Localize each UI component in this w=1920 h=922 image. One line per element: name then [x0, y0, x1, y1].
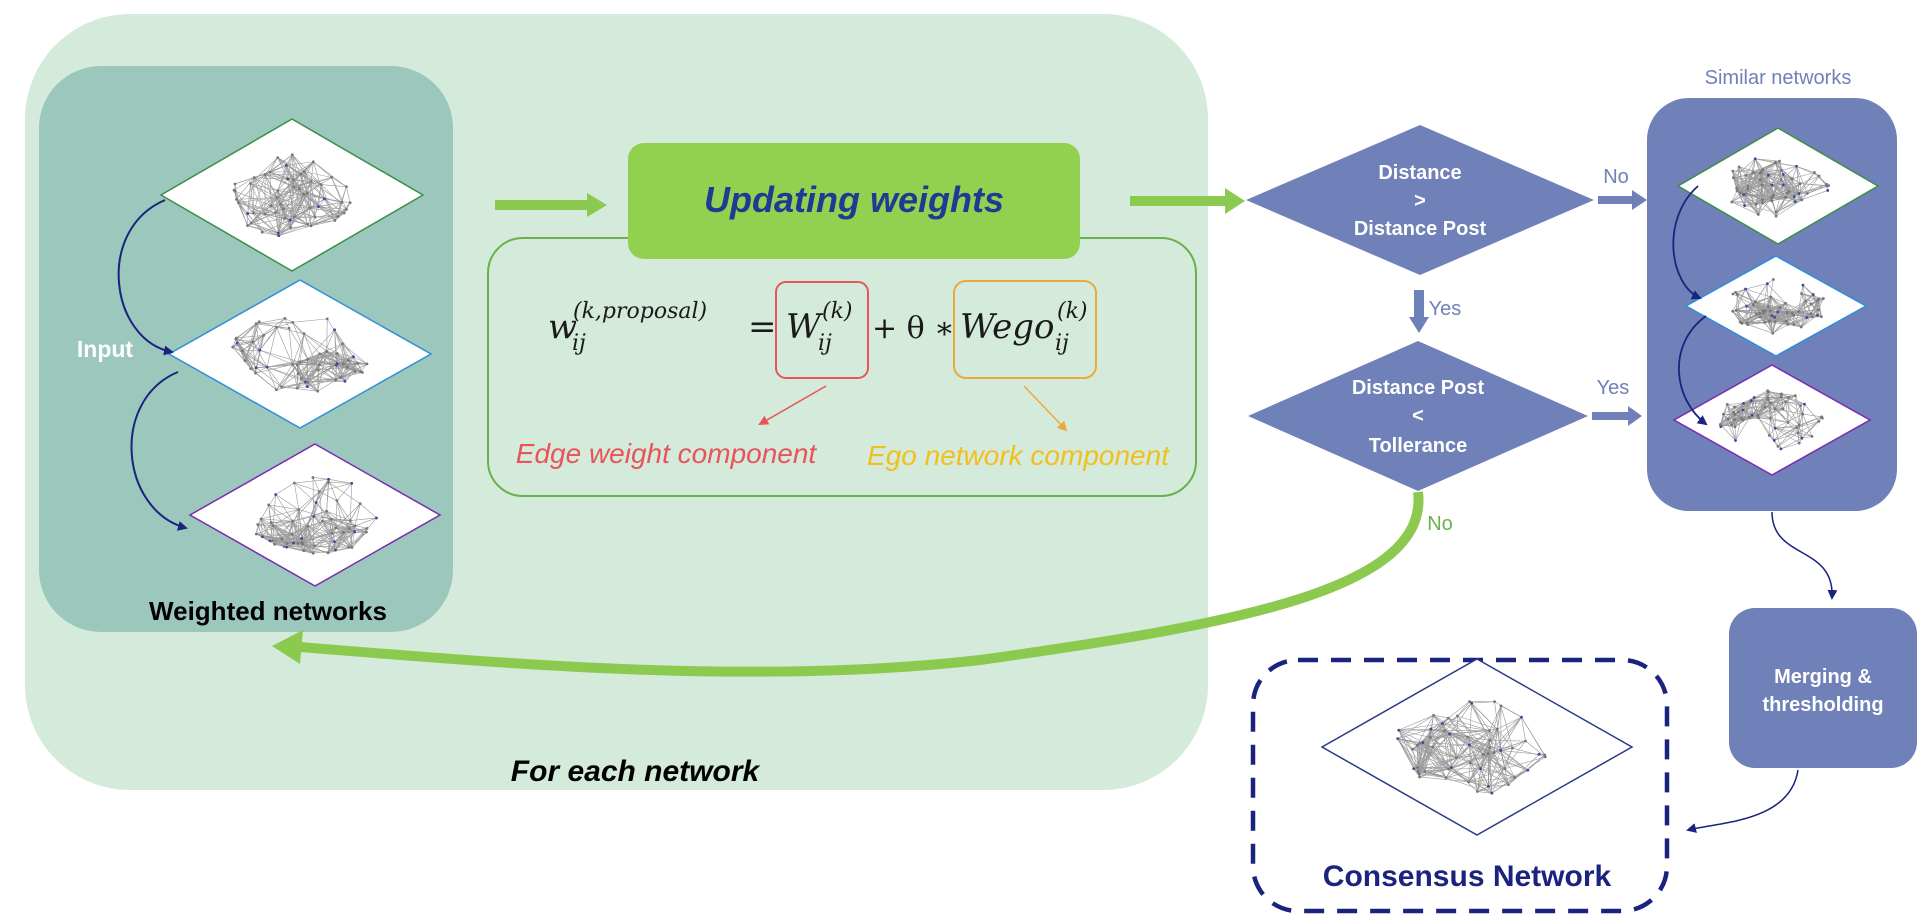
- network-graph-1: [159, 118, 425, 272]
- merge-to-consensus-arrow: [1686, 769, 1799, 833]
- decision1-no-arrow-head: [1632, 190, 1647, 210]
- formula-term1-sup: (k): [822, 299, 853, 324]
- formula-term2-base: Wego: [960, 307, 1055, 347]
- decision1-yes-arrow-shaft: [1414, 290, 1424, 317]
- decision2-yes-arrow-shaft: [1592, 412, 1628, 420]
- formula-term1-sub: ij: [818, 331, 832, 356]
- similar-network-1: [1676, 127, 1880, 245]
- formula-equals: =: [748, 307, 777, 347]
- weighted-networks-title: Weighted networks: [149, 596, 387, 626]
- formula-term2-sup: (k): [1057, 299, 1088, 324]
- decision1-line1: Distance: [1378, 162, 1461, 184]
- update-formula: w (k,proposal) ij = W (k) ij + θ ∗ Wego …: [548, 299, 1088, 356]
- decision1-line3: Distance Post: [1354, 218, 1487, 240]
- loop-back-arrow: [299, 491, 1424, 677]
- decision1-no-arrow-shaft: [1598, 196, 1632, 204]
- formula-lhs-sub: ij: [572, 331, 586, 356]
- consensus-network-graph: [1320, 658, 1634, 836]
- similar-networks-title: Similar networks: [1705, 67, 1852, 89]
- edge-weight-component-label: Edge weight component: [516, 438, 818, 469]
- input-label: Input: [77, 336, 134, 362]
- decision-distance-diamond: [1246, 125, 1594, 275]
- decision2-no-label: No: [1427, 513, 1453, 535]
- formula-term1-base: W: [786, 307, 824, 347]
- decision2-yes-label: Yes: [1597, 377, 1630, 399]
- similar-arrow-2: [1678, 315, 1708, 426]
- formula-lhs-sup: (k,proposal): [573, 299, 707, 324]
- formula-plus-theta: + θ ∗: [872, 311, 955, 346]
- updating-weights-title: Updating weights: [704, 179, 1004, 220]
- for-each-network-caption: For each network: [511, 755, 761, 788]
- merging-thresholding-box: [1729, 608, 1917, 768]
- updating-weights-box: [628, 143, 1080, 259]
- similar-arrow-1: [1672, 185, 1702, 300]
- consensus-network-title: Consensus Network: [1323, 860, 1612, 893]
- input-arrow-2: [130, 371, 188, 531]
- ego-pointer: [1023, 385, 1068, 432]
- edge-weight-term-highlight: [775, 281, 869, 379]
- similar-network-2: [1684, 255, 1868, 357]
- similar-to-merge-arrow: [1771, 511, 1838, 600]
- loop-back-arrow-head: [272, 630, 303, 664]
- decision-tolerance-diamond: [1248, 341, 1588, 491]
- arrow-to-decision1-head: [1225, 188, 1245, 214]
- ego-term-highlight: [953, 280, 1097, 379]
- decision1-yes-label: Yes: [1429, 298, 1462, 320]
- formula-term2-sub: ij: [1055, 331, 1069, 356]
- similar-network-3: [1672, 364, 1872, 476]
- formula-lhs-base: w: [548, 307, 577, 347]
- network-graph-2: [167, 279, 433, 429]
- arrow-to-update-shaft: [495, 200, 587, 210]
- arrow-to-update-head: [587, 193, 607, 217]
- decision1-yes-arrow-head: [1409, 317, 1429, 333]
- decision1-no-label: No: [1603, 166, 1629, 188]
- edge-weight-pointer: [758, 385, 827, 425]
- decision1-line2: >: [1414, 190, 1426, 212]
- decision2-line3: Tollerance: [1369, 435, 1468, 457]
- ego-network-component-label: Ego network component: [867, 440, 1170, 471]
- merging-line1: Merging &: [1774, 666, 1872, 688]
- decision2-yes-arrow-head: [1628, 406, 1642, 426]
- arrow-to-decision1-shaft: [1130, 196, 1225, 206]
- network-graph-3: [188, 443, 442, 587]
- input-arrow-1: [117, 199, 174, 356]
- decision2-line2: <: [1412, 405, 1424, 427]
- merging-line2: thresholding: [1762, 694, 1883, 716]
- decision2-line1: Distance Post: [1352, 377, 1485, 399]
- consensus-frame: [1250, 657, 1670, 914]
